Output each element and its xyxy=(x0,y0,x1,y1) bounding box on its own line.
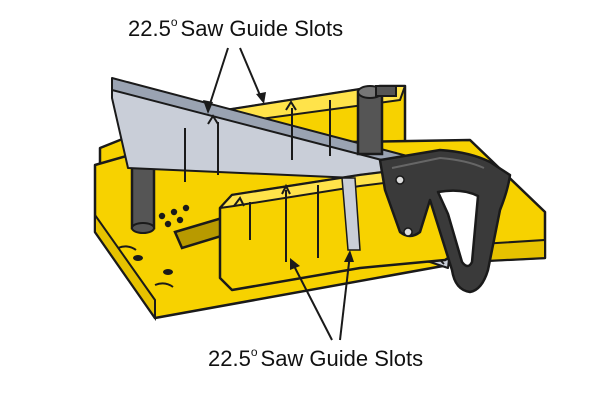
top-slot-label-degree: o xyxy=(170,15,178,29)
bottom-slot-label-number: 22.5 xyxy=(208,346,251,371)
bottom-slot-label-degree: o xyxy=(250,345,258,359)
saw-handle xyxy=(378,148,512,294)
blade-segment xyxy=(341,177,361,251)
back-wall-slots xyxy=(184,100,331,182)
bottom-slot-label-text: Saw Guide Slots xyxy=(260,346,424,371)
right-clamp-post xyxy=(356,85,397,156)
top-slot-label-text: Saw Guide Slots xyxy=(180,16,344,41)
bottom-annotation-arrows xyxy=(290,250,354,341)
top-slot-label-number: 22.5 xyxy=(128,16,171,41)
top-annotation-arrows xyxy=(203,47,266,114)
